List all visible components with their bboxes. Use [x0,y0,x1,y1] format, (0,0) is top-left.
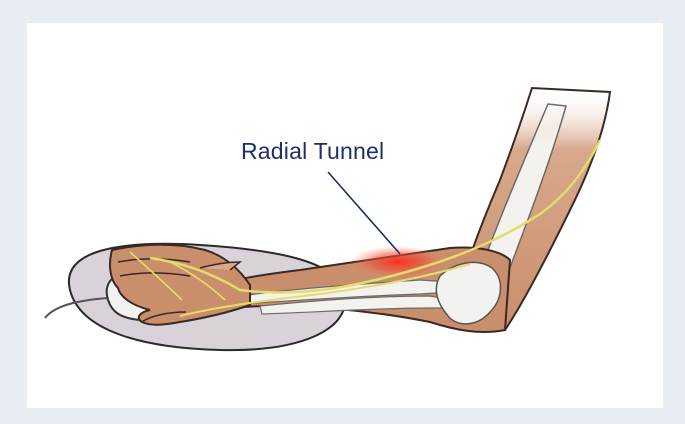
callout-label: Radial Tunnel [241,138,384,165]
callout-leader [328,172,400,254]
